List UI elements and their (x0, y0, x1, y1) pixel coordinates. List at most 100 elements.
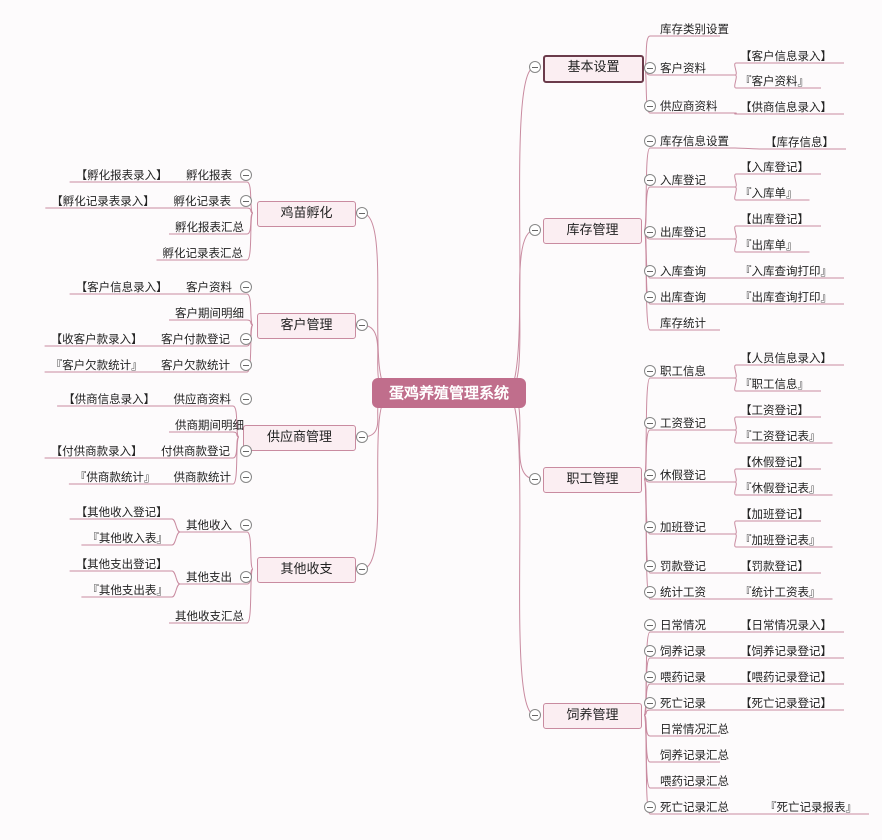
leaf-node[interactable]: 【孵化报表录入】 (75, 168, 168, 182)
root-node[interactable]: 蛋鸡养殖管理系统 (372, 378, 526, 408)
leaf-node[interactable]: 『入库单』 (740, 186, 798, 200)
branch-node-1[interactable]: 库存管理 (543, 218, 642, 244)
collapse-toggle-icon[interactable] (644, 62, 656, 74)
child-node[interactable]: 出库查询 (660, 290, 706, 304)
collapse-toggle-icon[interactable] (644, 560, 656, 572)
child-node[interactable]: 加班登记 (660, 520, 706, 534)
leaf-node[interactable]: 『工资登记表』 (740, 429, 821, 443)
collapse-toggle-icon[interactable] (240, 571, 252, 583)
collapse-toggle-icon[interactable] (240, 281, 252, 293)
child-node[interactable]: 其他收支汇总 (175, 609, 244, 623)
child-node[interactable]: 统计工资 (660, 585, 706, 599)
leaf-node[interactable]: 『入库查询打印』 (740, 264, 832, 278)
leaf-node[interactable]: 『客户资料』 (740, 74, 809, 88)
child-node[interactable]: 客户欠款统计 (161, 358, 230, 372)
child-node[interactable]: 其他收入 (186, 518, 232, 532)
child-node[interactable]: 休假登记 (660, 468, 706, 482)
leaf-node[interactable]: 【死亡记录登记】 (740, 696, 832, 710)
collapse-toggle-icon[interactable] (529, 473, 541, 485)
collapse-toggle-icon[interactable] (644, 174, 656, 186)
leaf-node[interactable]: 【客户信息录入】 (75, 280, 168, 294)
child-node[interactable]: 饲养记录汇总 (660, 748, 729, 762)
child-node[interactable]: 喂药记录 (660, 670, 706, 684)
leaf-node[interactable]: 【工资登记】 (740, 403, 809, 417)
collapse-toggle-icon[interactable] (240, 445, 252, 457)
collapse-toggle-icon[interactable] (644, 521, 656, 533)
leaf-node[interactable]: 【供商信息录入】 (63, 392, 156, 406)
leaf-node[interactable]: 【付供商款录入】 (50, 444, 143, 458)
collapse-toggle-icon[interactable] (644, 586, 656, 598)
leaf-node[interactable]: 【人员信息录入】 (740, 351, 832, 365)
leaf-node[interactable]: 【出库登记】 (740, 212, 809, 226)
child-node[interactable]: 职工信息 (660, 364, 706, 378)
child-node[interactable]: 工资登记 (660, 416, 706, 430)
child-node[interactable]: 供商款统计 (173, 470, 232, 484)
child-node[interactable]: 日常情况 (660, 618, 706, 632)
branch-node-2[interactable]: 职工管理 (543, 467, 642, 493)
leaf-node[interactable]: 【罚款登记】 (740, 559, 809, 573)
collapse-toggle-icon[interactable] (529, 709, 541, 721)
child-node[interactable]: 孵化记录表汇总 (162, 246, 244, 260)
collapse-toggle-icon[interactable] (356, 431, 368, 443)
leaf-node[interactable]: 【休假登记】 (740, 455, 809, 469)
leaf-node[interactable]: 『供商款统计』 (74, 470, 156, 484)
child-node[interactable]: 客户期间明细 (175, 306, 244, 320)
branch-node-left-0[interactable]: 鸡苗孵化 (257, 201, 356, 227)
leaf-node[interactable]: 『客户欠款统计』 (50, 358, 143, 372)
collapse-toggle-icon[interactable] (644, 265, 656, 277)
child-node[interactable]: 孵化报表 (186, 168, 232, 182)
collapse-toggle-icon[interactable] (240, 169, 252, 181)
leaf-node[interactable]: 『加班登记表』 (740, 533, 821, 547)
child-node[interactable]: 供商期间明细 (175, 418, 244, 432)
child-node[interactable]: 库存信息设置 (660, 134, 729, 148)
child-node[interactable]: 罚款登记 (660, 559, 706, 573)
branch-node-left-1[interactable]: 客户管理 (257, 313, 356, 339)
child-node[interactable]: 其他支出 (186, 570, 232, 584)
leaf-node[interactable]: 【其他收入登记】 (75, 505, 168, 519)
collapse-toggle-icon[interactable] (644, 671, 656, 683)
collapse-toggle-icon[interactable] (644, 135, 656, 147)
child-node[interactable]: 供应商资料 (660, 99, 718, 113)
collapse-toggle-icon[interactable] (644, 417, 656, 429)
child-node[interactable]: 客户付款登记 (161, 332, 230, 346)
child-node[interactable]: 入库登记 (660, 173, 706, 187)
child-node[interactable]: 饲养记录 (660, 644, 706, 658)
branch-node-left-3[interactable]: 其他收支 (257, 557, 356, 583)
leaf-node[interactable]: 【喂药记录登记】 (740, 670, 832, 684)
collapse-toggle-icon[interactable] (356, 207, 368, 219)
leaf-node[interactable]: 『职工信息』 (740, 377, 809, 391)
leaf-node[interactable]: 【其他支出登记】 (75, 557, 168, 571)
collapse-toggle-icon[interactable] (240, 359, 252, 371)
child-node[interactable]: 库存类别设置 (660, 22, 729, 36)
child-node[interactable]: 出库登记 (660, 225, 706, 239)
collapse-toggle-icon[interactable] (644, 226, 656, 238)
leaf-node[interactable]: 【入库登记】 (740, 160, 809, 174)
collapse-toggle-icon[interactable] (644, 645, 656, 657)
collapse-toggle-icon[interactable] (529, 61, 541, 73)
collapse-toggle-icon[interactable] (644, 697, 656, 709)
child-node[interactable]: 死亡记录汇总 (660, 800, 729, 814)
child-node[interactable]: 孵化记录表 (173, 194, 232, 208)
collapse-toggle-icon[interactable] (240, 195, 252, 207)
child-node[interactable]: 供应商资料 (173, 392, 232, 406)
child-node[interactable]: 客户资料 (186, 280, 232, 294)
collapse-toggle-icon[interactable] (644, 619, 656, 631)
collapse-toggle-icon[interactable] (240, 519, 252, 531)
collapse-toggle-icon[interactable] (240, 333, 252, 345)
child-node[interactable]: 日常情况汇总 (660, 722, 729, 736)
branch-node-3[interactable]: 饲养管理 (543, 703, 642, 729)
leaf-node[interactable]: 『统计工资表』 (740, 585, 821, 599)
collapse-toggle-icon[interactable] (644, 469, 656, 481)
leaf-node[interactable]: 【饲养记录登记】 (740, 644, 832, 658)
leaf-node[interactable]: 【供商信息录入】 (740, 100, 832, 114)
leaf-node[interactable]: 『死亡记录报表』 (765, 800, 857, 814)
collapse-toggle-icon[interactable] (240, 471, 252, 483)
child-node[interactable]: 喂药记录汇总 (660, 774, 729, 788)
collapse-toggle-icon[interactable] (529, 224, 541, 236)
leaf-node[interactable]: 【库存信息】 (765, 135, 834, 149)
collapse-toggle-icon[interactable] (356, 563, 368, 575)
collapse-toggle-icon[interactable] (644, 801, 656, 813)
collapse-toggle-icon[interactable] (644, 100, 656, 112)
collapse-toggle-icon[interactable] (240, 393, 252, 405)
collapse-toggle-icon[interactable] (644, 291, 656, 303)
